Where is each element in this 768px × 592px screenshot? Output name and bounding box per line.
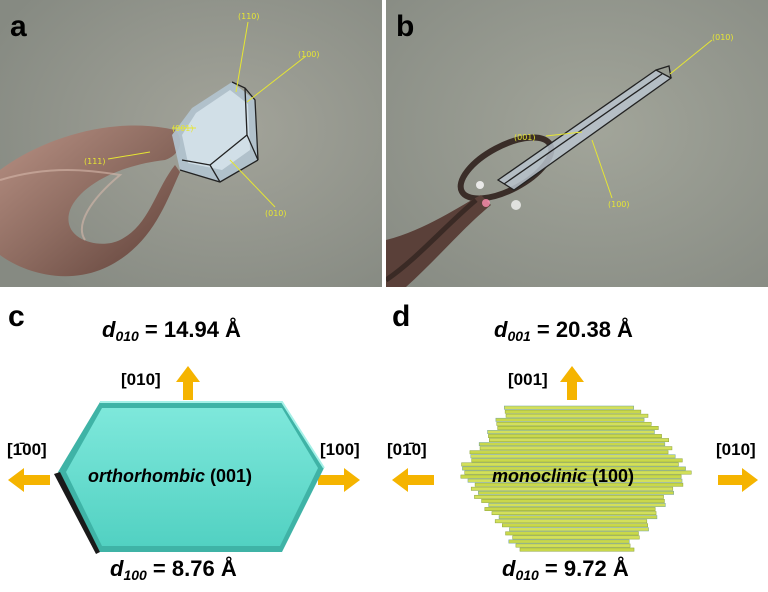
crystal-layer [474, 494, 664, 499]
panel-label-b: b [396, 10, 415, 43]
facet-label-b-100: (100) [608, 200, 630, 209]
d-spacing-top-d: d001 = 20.38 Å [494, 317, 633, 344]
arrow-up-c [176, 366, 200, 400]
crystal-layer [504, 409, 642, 414]
arrow-right-d [718, 468, 758, 492]
crystal-layer [488, 503, 666, 507]
crystal-layer [512, 535, 640, 540]
panel-label-c: c [8, 300, 25, 333]
crystal-photo-b: (010) (001) (100) [386, 0, 768, 287]
crystal-layer [495, 417, 645, 422]
d-spacing-top-c: d010 = 14.94 Å [102, 317, 241, 344]
crystal-layer [497, 426, 659, 430]
direction-right-c: [100] [320, 440, 360, 459]
crystal-layer [505, 413, 649, 418]
crystal-face-label-d: monoclinic (100) [492, 466, 635, 486]
panel-label-d: d [392, 300, 411, 333]
crystal-layer [515, 543, 631, 548]
crystal-layer [502, 523, 648, 528]
facet-label-m100: (100) [298, 50, 320, 59]
crystal-layer [498, 515, 658, 520]
crystal-layer [478, 490, 674, 495]
crystal-layer [503, 405, 635, 410]
crystal-layer [508, 539, 630, 544]
crystal-layer [494, 519, 648, 524]
facet-label-b-010: (010) [712, 33, 734, 42]
crystal-layer [489, 438, 669, 443]
crystal-photo-a: (110) (100) (001) (111) (010) [0, 0, 382, 287]
crystal-layer [496, 421, 652, 426]
facet-label-001: (001) [172, 124, 194, 133]
d-spacing-bottom-d: d010 = 9.72 Å [502, 556, 629, 583]
panel-d: d d001 = 20.38 Å [001] [01̄0] [010] mono… [384, 290, 768, 592]
photo-panel-a: (110) (100) (001) (111) (010) a [0, 0, 382, 287]
crystal-layer [462, 466, 686, 471]
crystal-layer [505, 531, 639, 536]
crystal-layer [471, 458, 683, 463]
photo-panel-b: (010) (001) (100) b [386, 0, 768, 287]
facet-label-m1m10: (110) [238, 12, 260, 21]
facet-label-1m11: (111) [84, 157, 106, 166]
crystal-layer [464, 470, 692, 475]
crystal-layer [469, 450, 669, 455]
crystal-layer [509, 527, 649, 532]
crystal-layer [519, 547, 635, 552]
arrow-up-d [560, 366, 584, 400]
crystal-layer [484, 507, 656, 511]
facet-label-b-001: (001) [514, 133, 536, 142]
crystal-face-label-c: orthorhombic (001) [88, 466, 253, 486]
facet-label-010: (010) [265, 209, 287, 218]
direction-left-d: [01̄0] [387, 440, 427, 459]
crystal-diagram-c [8, 366, 360, 554]
direction-left-c: [1̄00] [7, 440, 47, 459]
crystal-layer [478, 442, 666, 447]
arrow-right-c [318, 468, 360, 492]
panel-label-a: a [10, 10, 27, 43]
crystal-layer [479, 446, 673, 451]
panel-c: c d010 = 14.94 Å [010] [1̄00] [100] orth… [0, 290, 384, 592]
crystal-layer [470, 486, 674, 491]
direction-right-d: [010] [716, 440, 756, 459]
direction-up-d: [001] [508, 370, 548, 389]
d-spacing-bottom-c: d100 = 8.76 Å [110, 556, 237, 583]
crystal-layer [467, 478, 683, 483]
crystal-layer [474, 482, 684, 487]
crystal-layer [487, 430, 655, 434]
crystal-layer [481, 499, 665, 503]
arrow-left-d [392, 468, 434, 492]
crystal-layer [461, 462, 679, 467]
crystal-layer [470, 454, 676, 459]
crystal-layer [491, 511, 657, 516]
crystal-layer [488, 434, 662, 438]
layer-stack-d [460, 405, 692, 552]
arrow-left-c [8, 468, 50, 492]
direction-up-c: [010] [121, 370, 161, 389]
crystal-diagram-d [392, 366, 758, 552]
crystal-layer [460, 474, 682, 479]
